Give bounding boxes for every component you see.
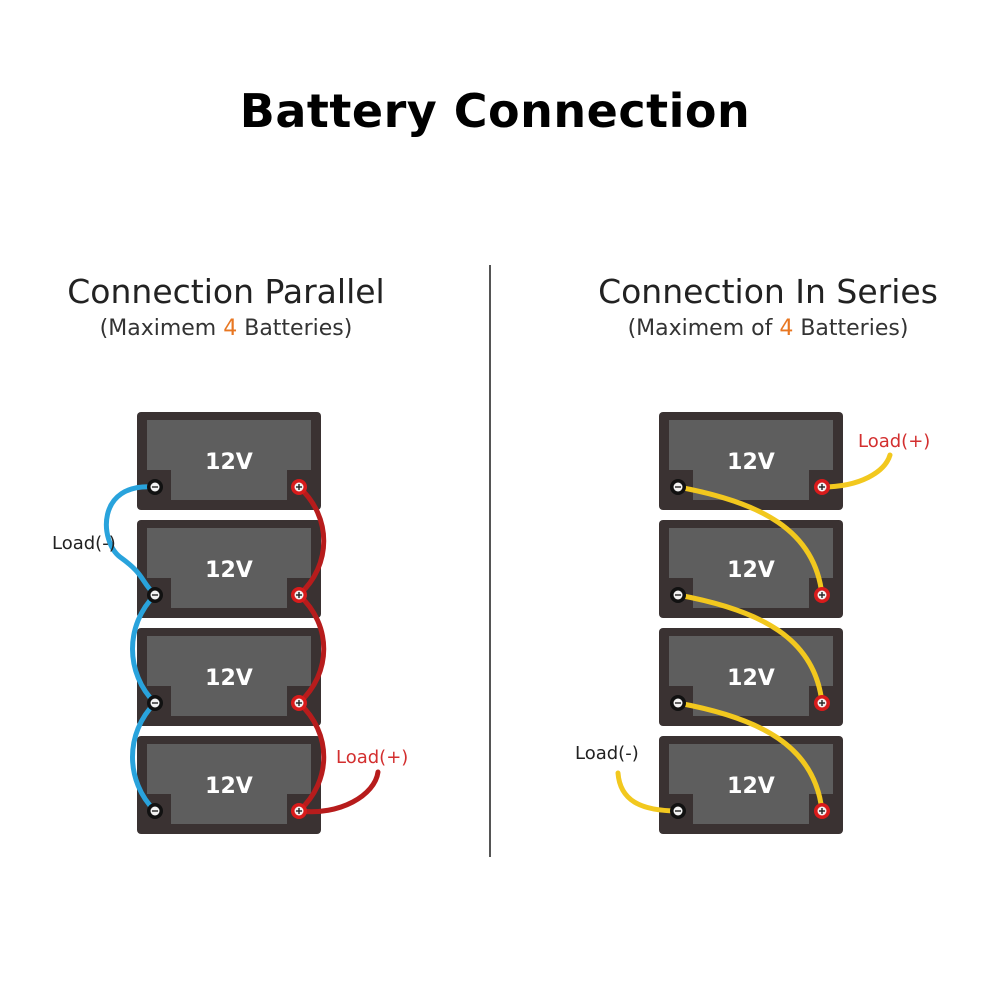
series-subtitle-prefix: (Maximem of: [627, 316, 780, 341]
series-load-negative-wire: [615, 770, 681, 814]
battery-face: [669, 528, 833, 608]
battery-voltage-label: 12V: [727, 450, 775, 475]
battery-voltage-label: 12V: [205, 666, 253, 691]
series-max-count: 4: [779, 316, 794, 341]
battery-voltage-label: 12V: [727, 558, 775, 583]
parallel-positive-wire: [296, 484, 327, 598]
series-subtitle-suffix: Batteries): [793, 316, 909, 341]
parallel-load-positive-wire: [296, 769, 381, 815]
negative-terminal-icon: [147, 479, 163, 495]
series-subtitle: (Maximem of 4 Batteries): [568, 316, 968, 341]
series-battery-1: 12V: [659, 412, 843, 510]
terminals-layer: [147, 479, 830, 819]
battery-voltage-label: 12V: [205, 774, 253, 799]
battery-face: [669, 636, 833, 716]
positive-terminal-icon: [814, 479, 830, 495]
negative-terminal-icon: [670, 803, 686, 819]
series-battery-4: 12V: [659, 736, 843, 834]
series-link-wire: [675, 700, 825, 814]
battery-voltage-label: 12V: [727, 666, 775, 691]
parallel-max-count: 4: [223, 316, 238, 341]
parallel-heading: Connection Parallel: [67, 272, 385, 311]
negative-terminal-icon: [147, 587, 163, 603]
battery-face: [147, 744, 311, 824]
series-heading: Connection In Series: [598, 272, 938, 311]
negative-terminal-icon: [147, 695, 163, 711]
panel-divider: [489, 265, 491, 857]
parallel-battery-2: 12V: [137, 520, 321, 618]
positive-terminal-icon: [814, 587, 830, 603]
positive-terminal-icon: [291, 803, 307, 819]
page-title: Battery Connection: [239, 84, 751, 138]
parallel-positive-wire: [296, 700, 327, 814]
labels-layer: Load(-) Load(+) Load(+) Load(-): [52, 431, 930, 768]
battery-face: [147, 528, 311, 608]
negative-terminal-icon: [670, 695, 686, 711]
parallel-battery-3: 12V: [137, 628, 321, 726]
parallel-negative-wire: [103, 484, 158, 598]
positive-terminal-icon: [291, 695, 307, 711]
battery-face: [669, 744, 833, 824]
batteries-layer: 12V 12V 12V 12V 12V 12V 12V 12V: [137, 412, 843, 834]
series-battery-3: 12V: [659, 628, 843, 726]
battery-voltage-label: 12V: [727, 774, 775, 799]
series-battery-2: 12V: [659, 520, 843, 618]
battery-face: [147, 636, 311, 716]
series-link-wire: [675, 592, 825, 706]
parallel-positive-wire: [296, 592, 327, 706]
positive-terminal-icon: [814, 695, 830, 711]
parallel-battery-1: 12V: [137, 412, 321, 510]
parallel-subtitle-suffix: Batteries): [237, 316, 353, 341]
positive-terminal-icon: [291, 479, 307, 495]
series-load-positive-wire: [819, 452, 893, 490]
positive-terminal-icon: [814, 803, 830, 819]
wires-layer: [103, 452, 893, 815]
positive-terminal-icon: [291, 587, 307, 603]
parallel-negative-wire: [130, 700, 158, 814]
parallel-subtitle: (Maximem 4 Batteries): [26, 316, 426, 341]
parallel-load-negative-label: Load(-): [52, 533, 116, 554]
negative-terminal-icon: [147, 803, 163, 819]
battery-face: [147, 420, 311, 500]
series-link-wire: [675, 484, 825, 598]
series-load-positive-label: Load(+): [858, 431, 930, 452]
parallel-battery-4: 12V: [137, 736, 321, 834]
battery-face: [669, 420, 833, 500]
negative-terminal-icon: [670, 587, 686, 603]
parallel-subtitle-prefix: (Maximem: [99, 316, 224, 341]
battery-voltage-label: 12V: [205, 450, 253, 475]
negative-terminal-icon: [670, 479, 686, 495]
parallel-load-positive-label: Load(+): [336, 747, 408, 768]
series-load-negative-label: Load(-): [575, 743, 639, 764]
battery-voltage-label: 12V: [205, 558, 253, 583]
parallel-negative-wire: [130, 592, 158, 706]
